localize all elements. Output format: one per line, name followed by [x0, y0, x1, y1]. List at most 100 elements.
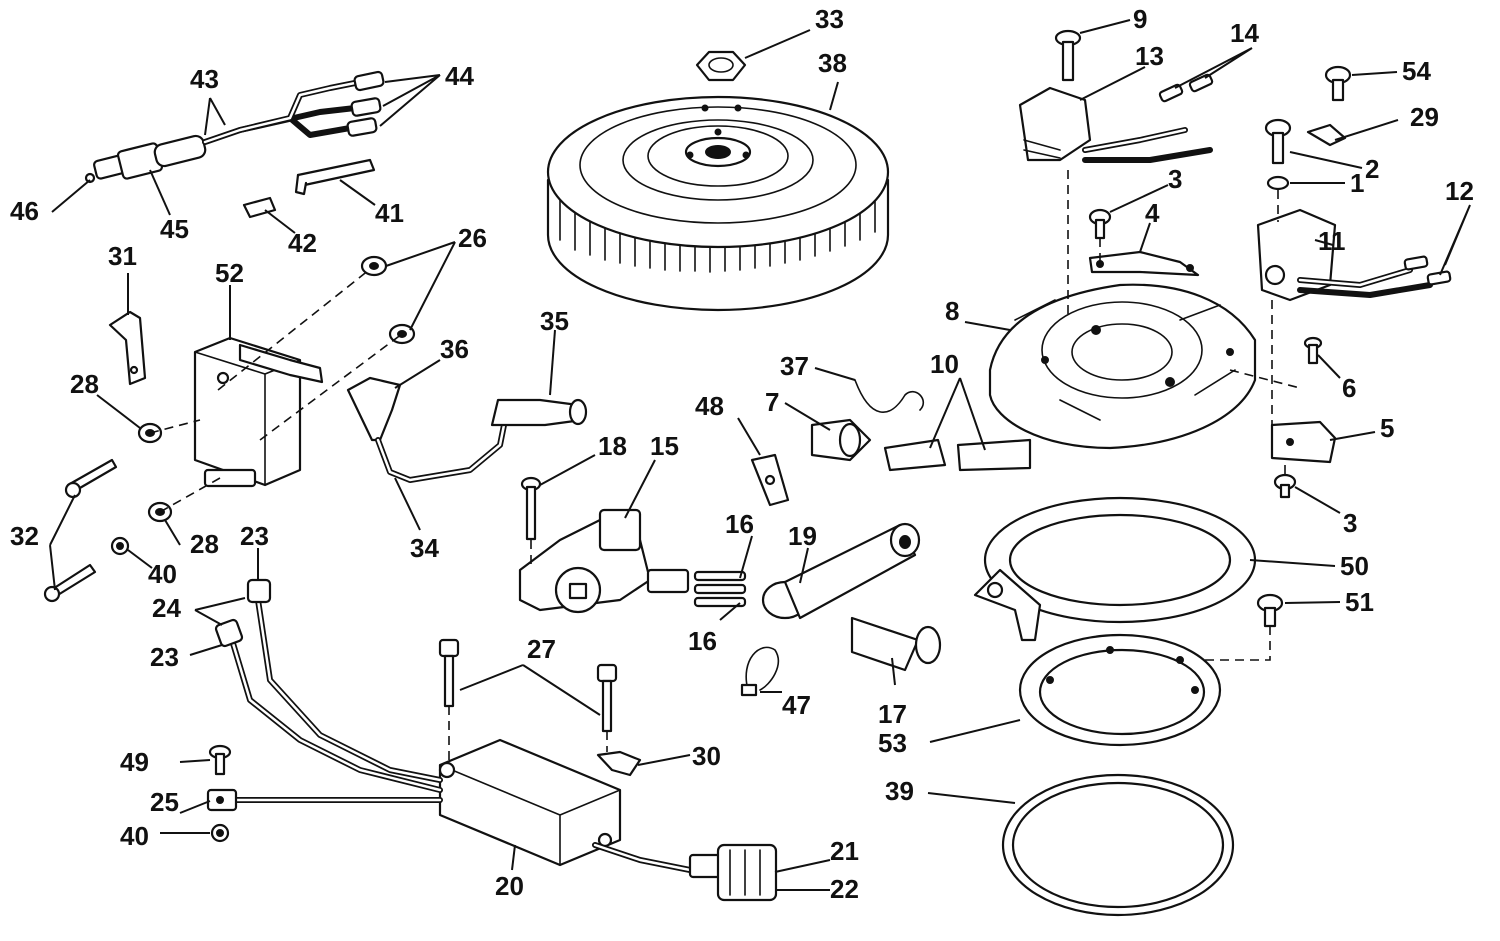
leader-lines — [49, 19, 1471, 891]
bracket-48 — [750, 453, 790, 507]
screw-2 — [1264, 118, 1292, 165]
ignition-coil — [193, 336, 324, 488]
connector-21-22 — [688, 843, 778, 902]
throttle-arm-19 — [761, 522, 921, 620]
callout-46: 46 — [10, 196, 39, 226]
screws-32 — [43, 458, 118, 603]
callout-16-upper: 16 — [725, 509, 754, 539]
callout-54: 54 — [1402, 56, 1431, 86]
screw-18 — [520, 476, 542, 541]
spark-plug — [84, 134, 207, 184]
retainer-plate-50 — [973, 496, 1257, 642]
terminal-boots-23-24 — [214, 578, 272, 648]
callout-30: 30 — [692, 741, 721, 771]
callout-labels: 1 2 3 3 4 5 6 7 8 9 10 11 12 13 14 15 16… — [10, 4, 1474, 904]
callout-28-upper: 28 — [70, 369, 99, 399]
callout-42: 42 — [288, 228, 317, 258]
screw-54 — [1324, 65, 1352, 102]
terminal-clip-41 — [294, 158, 376, 196]
callout-1: 1 — [1350, 168, 1364, 198]
callout-5: 5 — [1380, 413, 1394, 443]
flywheel-nut — [695, 50, 747, 82]
screw-49 — [208, 744, 232, 776]
callout-7: 7 — [765, 387, 779, 417]
callout-33: 33 — [815, 4, 844, 34]
callout-48: 48 — [695, 391, 724, 421]
screw-3a — [1088, 208, 1112, 240]
screw-3b — [1273, 473, 1297, 499]
hoses-10 — [883, 438, 1032, 472]
leads-14 — [1082, 73, 1214, 163]
callout-4: 4 — [1145, 198, 1160, 228]
callout-34: 34 — [410, 533, 439, 563]
callout-37: 37 — [780, 351, 809, 381]
coil-bracket-31 — [108, 310, 147, 386]
callout-16-lower: 16 — [688, 626, 717, 656]
callout-11: 11 — [1318, 226, 1346, 256]
callout-43: 43 — [190, 64, 219, 94]
callout-3-lower: 3 — [1343, 508, 1357, 538]
terminal-clip-42 — [242, 196, 277, 219]
bolts-27 — [438, 638, 618, 733]
callout-6: 6 — [1342, 373, 1356, 403]
callout-18: 18 — [598, 431, 627, 461]
callout-15: 15 — [650, 431, 679, 461]
callout-50: 50 — [1340, 551, 1369, 581]
callout-23-lower: 23 — [150, 642, 179, 672]
callout-39: 39 — [885, 776, 914, 806]
leads-12 — [1297, 255, 1452, 298]
callout-44: 44 — [445, 61, 474, 91]
callout-8: 8 — [945, 296, 959, 326]
plate-5 — [1270, 420, 1337, 464]
armature-plate — [988, 283, 1257, 450]
callout-10: 10 — [930, 349, 959, 379]
callout-14: 14 — [1230, 18, 1259, 48]
charge-coil-13 — [1018, 86, 1092, 162]
callout-36: 36 — [440, 334, 469, 364]
bracket-4 — [1088, 250, 1200, 277]
callout-35: 35 — [540, 306, 569, 336]
callout-45: 45 — [160, 214, 189, 244]
callout-12: 12 — [1445, 176, 1474, 206]
clip-29 — [1306, 123, 1347, 147]
callout-41: 41 — [375, 198, 404, 228]
callout-22: 22 — [830, 874, 859, 904]
callout-29: 29 — [1410, 102, 1439, 132]
callout-26: 26 — [458, 223, 487, 253]
callout-24: 24 — [152, 593, 181, 623]
callout-9: 9 — [1133, 4, 1147, 34]
flywheel — [546, 95, 890, 312]
power-pack — [438, 738, 622, 867]
support-ring-53 — [1018, 633, 1222, 747]
spark-plug-leads — [202, 70, 385, 145]
screw-51 — [1256, 593, 1284, 628]
callout-40-lower: 40 — [120, 821, 149, 851]
callout-31: 31 — [108, 241, 137, 271]
callout-32: 32 — [10, 521, 39, 551]
power-pack-harness — [222, 597, 693, 873]
callout-51: 51 — [1345, 587, 1374, 617]
washers-28 — [137, 422, 173, 523]
lockwasher-40a — [110, 536, 130, 556]
callout-28-lower: 28 — [190, 529, 219, 559]
high-tension-lead — [346, 376, 588, 483]
lockwasher-40b — [210, 823, 230, 843]
ground-terminal-25 — [206, 788, 238, 812]
washers-26 — [360, 255, 416, 345]
callout-27: 27 — [527, 634, 556, 664]
clamp-30 — [596, 750, 642, 777]
callout-49: 49 — [120, 747, 149, 777]
screw-6 — [1303, 336, 1323, 365]
callout-3-upper: 3 — [1168, 164, 1182, 194]
callout-53: 53 — [878, 728, 907, 758]
callout-52: 52 — [215, 258, 244, 288]
callout-17: 17 — [878, 699, 907, 729]
callout-25: 25 — [150, 787, 179, 817]
sensor-15 — [518, 508, 690, 614]
terminals-16 — [693, 570, 747, 608]
clip-47 — [740, 646, 780, 697]
callout-23-upper: 23 — [240, 521, 269, 551]
callout-20: 20 — [495, 871, 524, 901]
callout-38: 38 — [818, 48, 847, 78]
